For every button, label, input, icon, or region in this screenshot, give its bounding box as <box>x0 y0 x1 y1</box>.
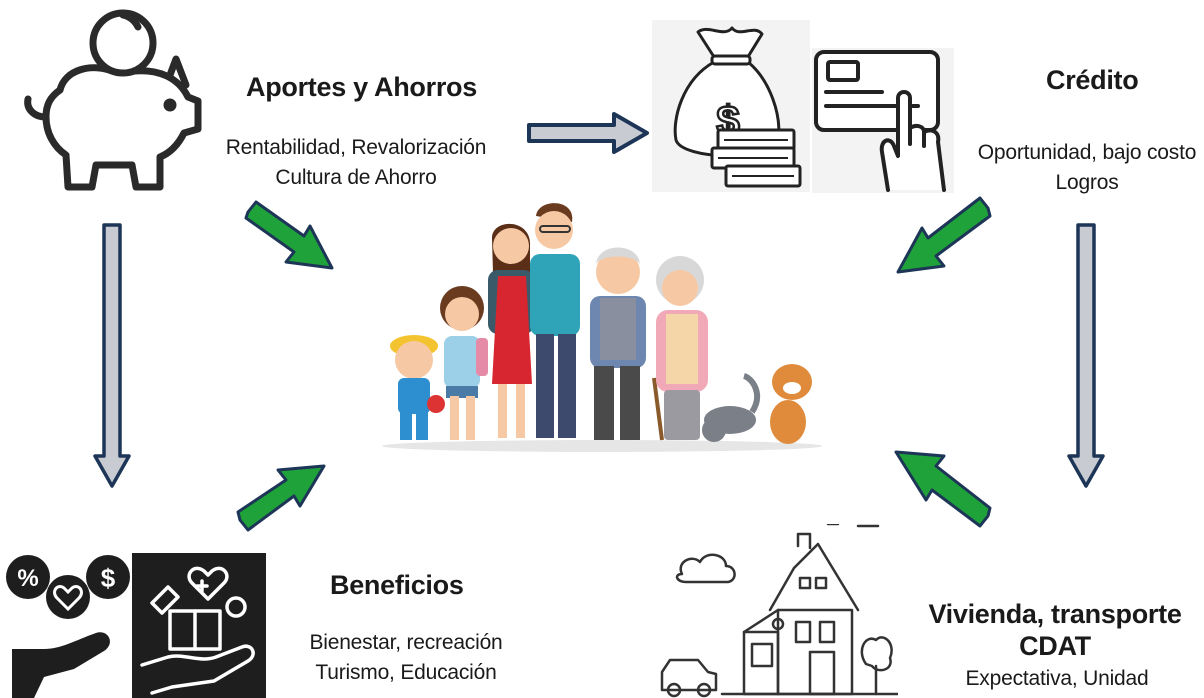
father-figure <box>530 203 580 438</box>
credito-title: Crédito <box>1046 65 1139 95</box>
right-arrow-icon <box>527 112 649 154</box>
aportes-title: Aportes y Ahorros <box>246 72 477 102</box>
vivienda-description: Expectativa, Unidad <box>940 664 1174 694</box>
beneficios-line-2: Turismo, Educación <box>315 661 497 684</box>
credito-line-2: Logros <box>1055 171 1119 194</box>
left-down-arrow-icon <box>93 223 131 488</box>
cat-figure <box>702 373 760 442</box>
beneficios-line-1: Bienestar, recreación <box>309 631 503 654</box>
gift-hand-icon <box>132 553 266 698</box>
svg-text:$: $ <box>101 563 116 593</box>
green-arrow-top-right-icon <box>896 196 992 274</box>
credito-description: Oportunidad, bajo costo Logros <box>970 138 1204 198</box>
mother-figure <box>488 223 534 438</box>
beneficios-title: Beneficios <box>330 570 464 600</box>
benefits-icon: % $ <box>4 553 132 698</box>
grandfather-figure <box>590 247 664 441</box>
green-arrow-top-left-icon <box>244 200 334 270</box>
svg-text:%: % <box>17 565 38 592</box>
aportes-description: Rentabilidad, Revalorización Cultura de … <box>220 133 492 193</box>
vivienda-title-line-1: Vivienda, transporte <box>928 599 1182 629</box>
vivienda-line-1: Expectativa, Unidad <box>965 667 1149 690</box>
aportes-line-1: Rentabilidad, Revalorización <box>225 136 487 159</box>
piggy-bank-icon <box>24 9 202 191</box>
dog-figure <box>770 364 812 444</box>
vivienda-title-line-2: CDAT <box>1019 631 1091 661</box>
credito-line-1: Oportunidad, bajo costo <box>977 141 1197 164</box>
house-icon <box>652 524 898 698</box>
right-down-arrow-icon <box>1067 223 1105 488</box>
vivienda-title: Vivienda, transporte CDAT <box>906 598 1204 662</box>
green-arrow-bottom-right-icon <box>894 450 992 528</box>
family-illustration <box>382 203 822 452</box>
grandmother-figure <box>656 256 708 440</box>
credit-card-icon <box>812 48 954 193</box>
aportes-line-2: Cultura de Ahorro <box>275 166 437 189</box>
green-arrow-bottom-left-icon <box>236 464 326 532</box>
money-bag-icon: $ <box>652 20 810 192</box>
boy-figure <box>390 335 445 440</box>
girl-figure <box>440 286 488 440</box>
beneficios-description: Bienestar, recreación Turismo, Educación <box>282 628 530 688</box>
